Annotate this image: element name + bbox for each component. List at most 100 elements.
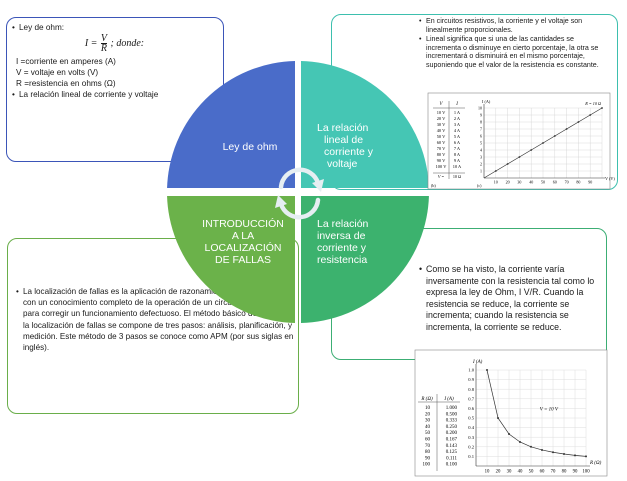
x-tick-label: 40 [529,180,533,185]
inverse-bullet: Como se ha visto, la corriente varía inv… [419,264,604,334]
annotation-label: V = 10 V [540,407,559,412]
data-point [552,451,554,454]
table-cell: 100 [423,463,431,468]
y-tick-label: 0.1 [468,454,474,459]
table-cell: 8 A [454,152,461,157]
y-tick-label: 1.0 [468,368,474,373]
formula-fraction: V R [100,34,108,54]
quadrant-inverse-relation [301,196,429,323]
data-point [577,121,580,123]
x-tick-label: 50 [529,470,534,475]
data-point [565,128,568,130]
table-cell: 50 V [437,134,446,139]
inverse-label-line-2: inversa de [317,230,366,242]
y-tick-label: 1 [480,168,482,173]
x-tick-label: 70 [551,470,556,475]
table-cell: 0.111 [446,456,457,461]
inverse-label-line-4: resistencia [317,254,367,266]
table-cell: 70 V [437,146,446,151]
sub-label: (b) [431,183,436,188]
y-tick-label: 4 [480,147,482,152]
x-tick-label: 60 [553,180,557,185]
x-tick-label: 10 [485,470,490,475]
data-point [518,156,521,158]
table-cell: 90 [425,456,431,461]
table-cell: 0.143 [446,444,458,449]
linear-relation-text: En circuitos resistivos, la corriente y … [419,17,609,71]
table-cell: 20 V [437,116,446,121]
data-point [574,454,576,457]
formula-denominator: R [100,43,108,54]
data-point [486,369,488,371]
table-cell: 10 A [453,164,462,169]
table-header: I (A) [443,397,454,402]
x-tick-label: 20 [506,180,510,185]
y-tick-label: 0.3 [468,435,474,440]
inverse-label-line-3: corriente y [317,242,367,254]
cycle-arrows-icon [275,167,324,220]
quadrant-label-fault-location: INTRODUCCIÓN A LA LOCALIZACIÓN DE FALLAS [202,217,284,266]
y-tick-label: 7 [480,126,482,131]
formula-rest: ; donde: [110,37,145,49]
data-point [553,135,556,137]
y-tick-label: 5 [480,140,482,145]
y-tick-label: 0.6 [468,406,474,411]
data-point [506,163,509,165]
table-cell: 0.167 [446,438,458,443]
data-point [542,142,544,144]
data-point [494,170,497,172]
table-cell: 0.125 [446,450,458,455]
sub-label: (c) [477,183,482,188]
table-cell: 40 V [437,128,446,133]
y-axis-label: I (A) [482,99,491,104]
table-cell: 90 V [437,158,446,163]
table-footer: V = [438,174,445,179]
table-cell: 2 A [454,116,461,121]
linear-label-line-4: voltaje [327,158,358,170]
series-line [486,369,587,457]
table-cell: 10 V [437,110,446,115]
table-cell: 60 V [437,140,446,145]
y-tick-label: 0.8 [468,387,474,392]
fault-label-line-1: INTRODUCCIÓN [202,217,284,230]
y-tick-label: 0.2 [468,444,474,449]
table-cell: 10 [425,406,431,411]
table-cell: 0.100 [446,463,458,468]
x-tick-label: 30 [507,470,512,475]
table-cell: 1 A [454,110,461,115]
data-point [508,433,510,436]
table-cell: 30 [425,419,431,424]
table-cell: 5 A [454,134,461,139]
def-resistance: R =resistencia en ohms (Ω) [16,79,116,88]
table-cell: 3 A [454,122,461,127]
y-tick-label: 9 [480,112,482,117]
data-point [589,114,592,116]
fault-label-line-4: DE FALLAS [215,254,271,266]
x-tick-label: 30 [517,180,521,185]
table-cell: 80 V [437,152,446,157]
x-tick-label: 90 [588,180,592,185]
inverse-relation-text: Como se ha visto, la corriente varía inv… [419,264,604,334]
linear-label-line-3: corriente y [324,146,374,158]
y-tick-label: 6 [480,133,482,138]
x-tick-label: 10 [494,180,498,185]
ohm-law-title: Ley de ohm: [12,22,217,33]
x-tick-label: 100 [582,470,590,475]
y-tick-label: 2 [480,161,482,166]
x-tick-label: 40 [518,470,523,475]
table-cell: 60 [425,438,431,443]
table-header: I [455,102,458,107]
table-cell: 0.333 [446,419,458,424]
table-cell: 80 [425,450,431,455]
table-cell: 70 [425,444,431,449]
table-cell: 0.200 [446,431,458,436]
ohm-law-text: Ley de ohm: I = V R ; donde: I =corrient… [12,22,217,100]
inverse-label-line-1: La relación [317,218,369,230]
legend-label: R = 10 Ω [584,101,601,106]
table-cell: 50 [425,431,431,436]
x-tick-label: 50 [541,180,545,185]
data-point [585,455,587,458]
